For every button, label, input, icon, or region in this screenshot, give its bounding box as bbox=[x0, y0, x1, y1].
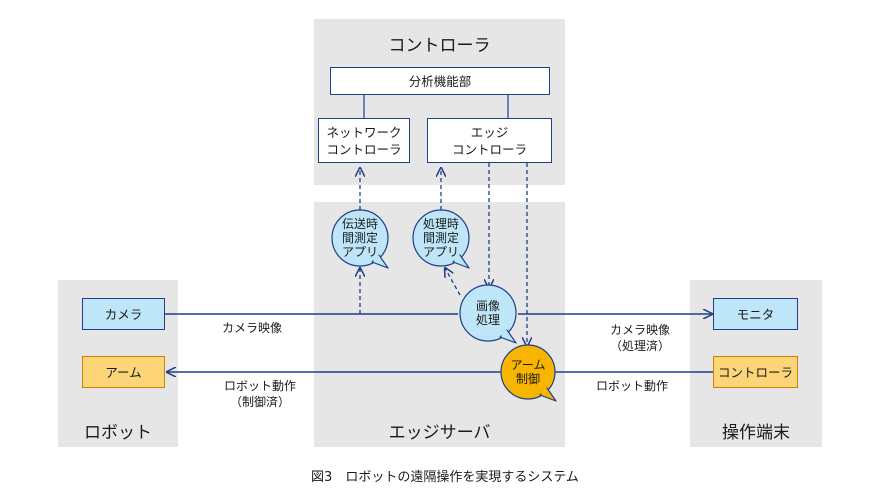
label-robot-motion-controlled: ロボット動作 （制御済） bbox=[218, 378, 302, 410]
label-camera-video: カメラ映像 bbox=[222, 321, 283, 335]
image-processing-label: 画像 処理 bbox=[462, 295, 514, 331]
label-robot-motion-controlled-line1: ロボット動作 bbox=[223, 379, 296, 393]
dash-image-to-processing bbox=[445, 268, 461, 296]
edge-server-panel-title: エッジサーバ bbox=[388, 423, 491, 443]
arm-control-bubble bbox=[500, 344, 557, 402]
transmission-app-line1: 伝送時 bbox=[341, 217, 378, 231]
label-camera-video-processed-line1: カメラ映像 bbox=[609, 323, 670, 337]
processing-app-line3: アプリ bbox=[422, 245, 459, 259]
processing-time-app-label: 処理時 間測定 アプリ bbox=[413, 212, 469, 264]
transmission-time-app-label: 伝送時 間測定 アプリ bbox=[332, 212, 388, 264]
robot-panel-title: ロボット bbox=[84, 423, 152, 443]
arm-control-line1: アーム bbox=[510, 358, 546, 372]
transmission-app-line3: アプリ bbox=[341, 245, 378, 259]
network-controller-line1: ネットワーク bbox=[326, 124, 402, 140]
label-robot-motion-controlled-line2: （制御済） bbox=[229, 395, 290, 409]
arm-control-label: アーム 制御 bbox=[502, 354, 554, 390]
arm-box: アーム bbox=[82, 356, 165, 388]
terminal-controller-box: コントローラ bbox=[713, 356, 798, 388]
image-processing-line2: 処理 bbox=[475, 313, 500, 327]
figure-caption: 図3 ロボットの遠隔操作を実現するシステム bbox=[311, 470, 579, 485]
processing-time-app-bubble bbox=[412, 209, 470, 269]
edge-controller-line1: エッジ bbox=[470, 124, 509, 140]
transmission-time-app-bubble bbox=[331, 209, 389, 269]
camera-box: カメラ bbox=[82, 298, 165, 330]
controller-panel-title: コントローラ bbox=[388, 36, 491, 56]
image-processing-bubble bbox=[459, 284, 517, 344]
processing-app-line1: 処理時 bbox=[422, 217, 459, 231]
arm-control-line2: 制御 bbox=[515, 372, 540, 386]
analysis-unit-box: 分析機能部 bbox=[330, 67, 550, 95]
label-camera-video-processed-line2: （処理済） bbox=[609, 339, 670, 353]
transmission-app-line2: 間測定 bbox=[341, 231, 378, 245]
edge-controller-box: エッジ コントローラ bbox=[427, 118, 552, 163]
edge-controller-line2: コントローラ bbox=[451, 141, 527, 157]
processing-app-line2: 間測定 bbox=[422, 231, 459, 245]
label-robot-motion: ロボット動作 bbox=[596, 379, 669, 393]
network-controller-box: ネットワーク コントローラ bbox=[318, 118, 410, 163]
label-camera-video-processed: カメラ映像 （処理済） bbox=[598, 322, 682, 354]
monitor-box: モニタ bbox=[713, 298, 798, 330]
network-controller-line2: コントローラ bbox=[326, 141, 402, 157]
terminal-panel-title: 操作端末 bbox=[722, 423, 790, 443]
image-processing-line1: 画像 bbox=[475, 299, 500, 313]
